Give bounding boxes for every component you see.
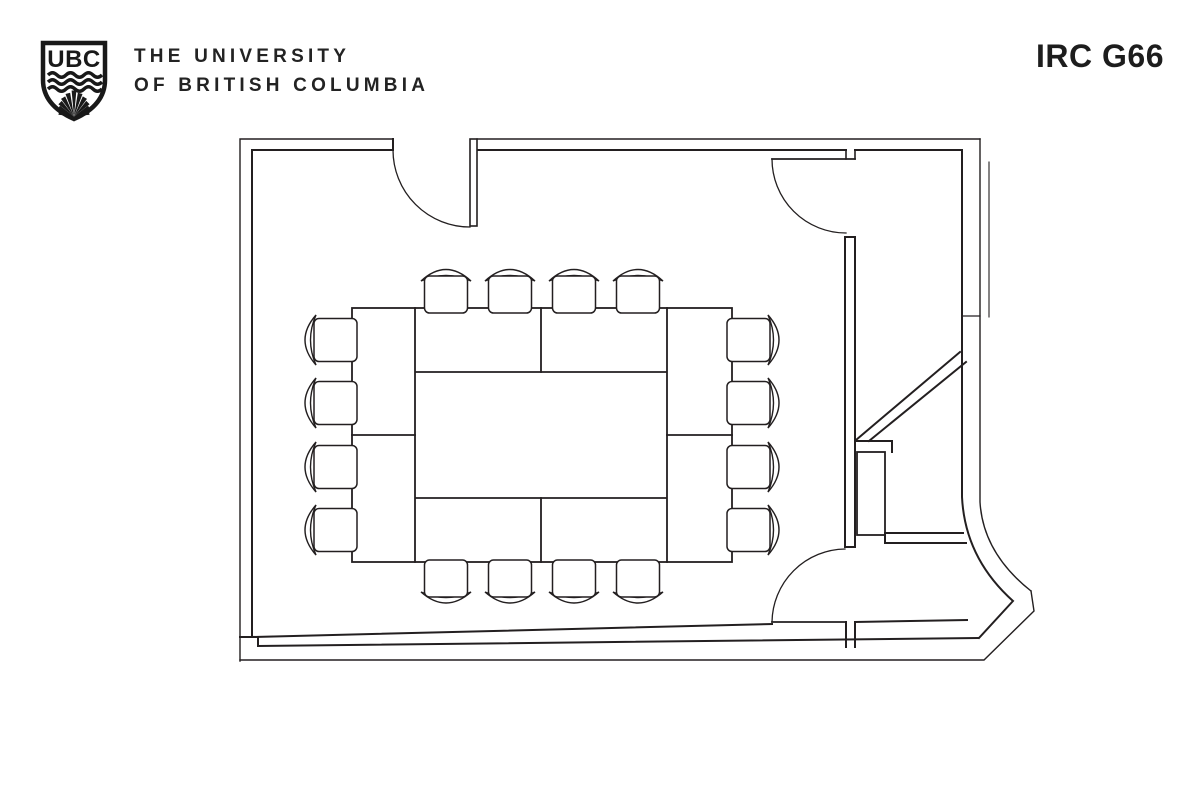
chair xyxy=(726,377,780,429)
crest-text: UBC xyxy=(47,46,101,73)
chair-back xyxy=(767,314,780,366)
crest-ray xyxy=(74,100,90,117)
corridor-wall xyxy=(844,236,856,548)
crest-waves xyxy=(46,71,104,93)
chair-back xyxy=(767,377,780,429)
ubc-crest-logo: UBC xyxy=(40,40,108,122)
top-left-door-leaf xyxy=(469,138,478,227)
crest-ray xyxy=(74,96,87,117)
closet-panel xyxy=(856,451,886,536)
wall-bottom-middle-line xyxy=(239,636,980,648)
chair-seat xyxy=(313,380,358,426)
chair xyxy=(612,268,664,314)
crest-rays xyxy=(57,90,91,117)
floor-line-bottom-left xyxy=(250,622,774,639)
crest-ray xyxy=(74,110,90,117)
chair xyxy=(548,559,600,604)
crest-ray xyxy=(74,92,83,117)
chair-back xyxy=(304,377,317,429)
chair-seat xyxy=(423,559,469,598)
chair-back xyxy=(304,314,317,366)
inner-walls xyxy=(239,138,1015,648)
chair xyxy=(726,441,780,493)
crest-ray xyxy=(71,90,77,117)
floor-line-bottom-right xyxy=(853,618,969,624)
chair xyxy=(548,268,600,314)
wall-outer-bottom xyxy=(239,590,1035,661)
crest-ray xyxy=(58,110,74,117)
chairs xyxy=(304,268,780,604)
crest-ray xyxy=(57,105,74,117)
chair-back xyxy=(767,504,780,556)
chair-seat xyxy=(313,317,358,363)
conference-table xyxy=(351,307,733,563)
chair-seat xyxy=(726,507,771,553)
crest-ray xyxy=(74,105,91,117)
chair-seat xyxy=(551,275,597,314)
outer-walls xyxy=(239,138,1035,662)
chair xyxy=(304,504,358,556)
top-left-door-arc xyxy=(392,149,471,228)
chair xyxy=(484,268,536,314)
chair xyxy=(420,559,472,604)
chair-seat xyxy=(487,275,533,314)
chair-seat xyxy=(615,275,661,314)
wall-inner-left-top xyxy=(251,149,394,638)
chair xyxy=(304,314,358,366)
table-segment-dividers xyxy=(351,307,733,563)
chair-back xyxy=(304,441,317,493)
wall-outer-right xyxy=(979,138,1032,592)
university-name-line1: THE UNIVERSITY xyxy=(134,46,351,67)
crest-ray xyxy=(61,96,74,117)
wall-outer-left-top xyxy=(239,138,394,662)
crest-ray xyxy=(58,100,74,117)
chair xyxy=(484,559,536,604)
lower-shelf-wall xyxy=(884,532,967,544)
chair xyxy=(726,504,780,556)
chair-back xyxy=(304,504,317,556)
wall-inner-top-right-and-curve xyxy=(854,149,1015,640)
chair-seat xyxy=(726,317,771,363)
chair-seat xyxy=(313,507,358,553)
chair xyxy=(304,441,358,493)
bottom-right-door-arc xyxy=(771,548,846,623)
chair-seat xyxy=(551,559,597,598)
chair-seat xyxy=(726,444,771,490)
chair xyxy=(726,314,780,366)
door3-wall-stub xyxy=(845,621,856,648)
chair-seat xyxy=(313,444,358,490)
chair-seat xyxy=(726,380,771,426)
top-right-door-arc xyxy=(771,158,847,234)
crest-ray xyxy=(65,92,74,117)
chair-seat xyxy=(487,559,533,598)
chair-back xyxy=(767,441,780,493)
university-wordmark: THE UNIVERSITY OF BRITISH COLUMBIA xyxy=(134,42,429,100)
chair-seat xyxy=(615,559,661,598)
university-name-line2: OF BRITISH COLUMBIA xyxy=(134,75,430,96)
chair xyxy=(420,268,472,314)
room-label: IRC G66 xyxy=(1036,38,1164,74)
doors xyxy=(392,138,856,623)
chair xyxy=(304,377,358,429)
chair-seat xyxy=(423,275,469,314)
top-right-door-frame xyxy=(845,149,856,160)
diagonal-wall-cap xyxy=(854,440,893,453)
diagonal-wall xyxy=(854,350,968,443)
interior-walls xyxy=(844,236,968,648)
chair xyxy=(612,559,664,604)
